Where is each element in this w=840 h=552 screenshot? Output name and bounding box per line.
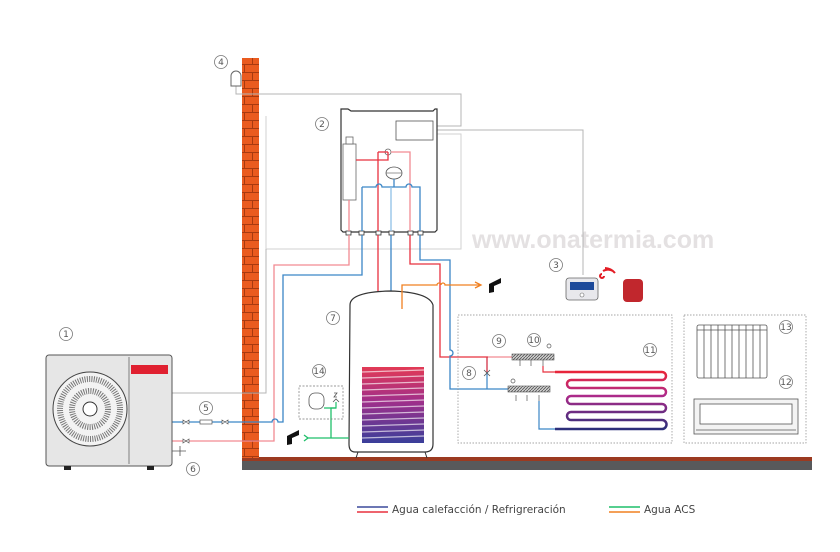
svg-text:3: 3 xyxy=(553,261,559,271)
floor-heating-zone: 9 10 11 8 xyxy=(457,314,673,444)
svg-text:Agua ACS: Agua ACS xyxy=(644,504,696,516)
svg-text:11: 11 xyxy=(644,346,655,356)
svg-text:6: 6 xyxy=(190,465,196,475)
hot-water-tap-icon xyxy=(489,278,501,293)
svg-text:9: 9 xyxy=(496,337,502,347)
floor xyxy=(242,457,812,470)
cold-water-tap-icon xyxy=(287,430,299,445)
outdoor-sensor: 4 xyxy=(214,55,242,87)
svg-text:14: 14 xyxy=(313,367,325,377)
wifi-icon xyxy=(599,267,616,279)
room-controller: 3 xyxy=(549,258,643,302)
svg-text:5: 5 xyxy=(203,404,209,414)
radiator-icon xyxy=(696,324,768,379)
valve-group-5: 5 xyxy=(182,401,229,444)
brick-wall xyxy=(242,58,259,458)
legend: Agua calefacción / Refrigreración Agua A… xyxy=(357,504,696,516)
hydraulic-module: 2 xyxy=(315,108,438,236)
dhw-pipes xyxy=(303,281,483,442)
wifi-module xyxy=(623,279,643,302)
legend-item-dhw: Agua ACS xyxy=(609,504,696,516)
svg-text:13: 13 xyxy=(780,323,791,333)
outdoor-heat-pump: 1 xyxy=(45,327,173,470)
svg-text:4: 4 xyxy=(218,58,224,68)
emitters-zone: 13 12 xyxy=(683,314,807,444)
svg-text:1: 1 xyxy=(63,330,69,340)
dhw-tank: 7 xyxy=(326,290,434,459)
svg-text:Agua calefacción / Refrigrerac: Agua calefacción / Refrigreración xyxy=(392,504,566,516)
watermark: www.onatermia.com xyxy=(471,226,714,254)
floor-heating-loops xyxy=(555,370,668,431)
svg-text:2: 2 xyxy=(319,120,325,130)
signal-wires xyxy=(172,86,584,394)
svg-text:7: 7 xyxy=(330,314,336,324)
legend-item-heating: Agua calefacción / Refrigreración xyxy=(357,504,566,516)
drain-valve-6: 6 xyxy=(172,446,200,476)
fancoil-icon xyxy=(693,398,799,435)
svg-text:10: 10 xyxy=(528,336,540,346)
svg-text:12: 12 xyxy=(780,378,791,388)
heating-pipes xyxy=(172,151,488,442)
dhw-expansion-vessel: 14 xyxy=(298,364,344,420)
svg-text:8: 8 xyxy=(466,369,472,379)
control-board xyxy=(395,120,434,141)
